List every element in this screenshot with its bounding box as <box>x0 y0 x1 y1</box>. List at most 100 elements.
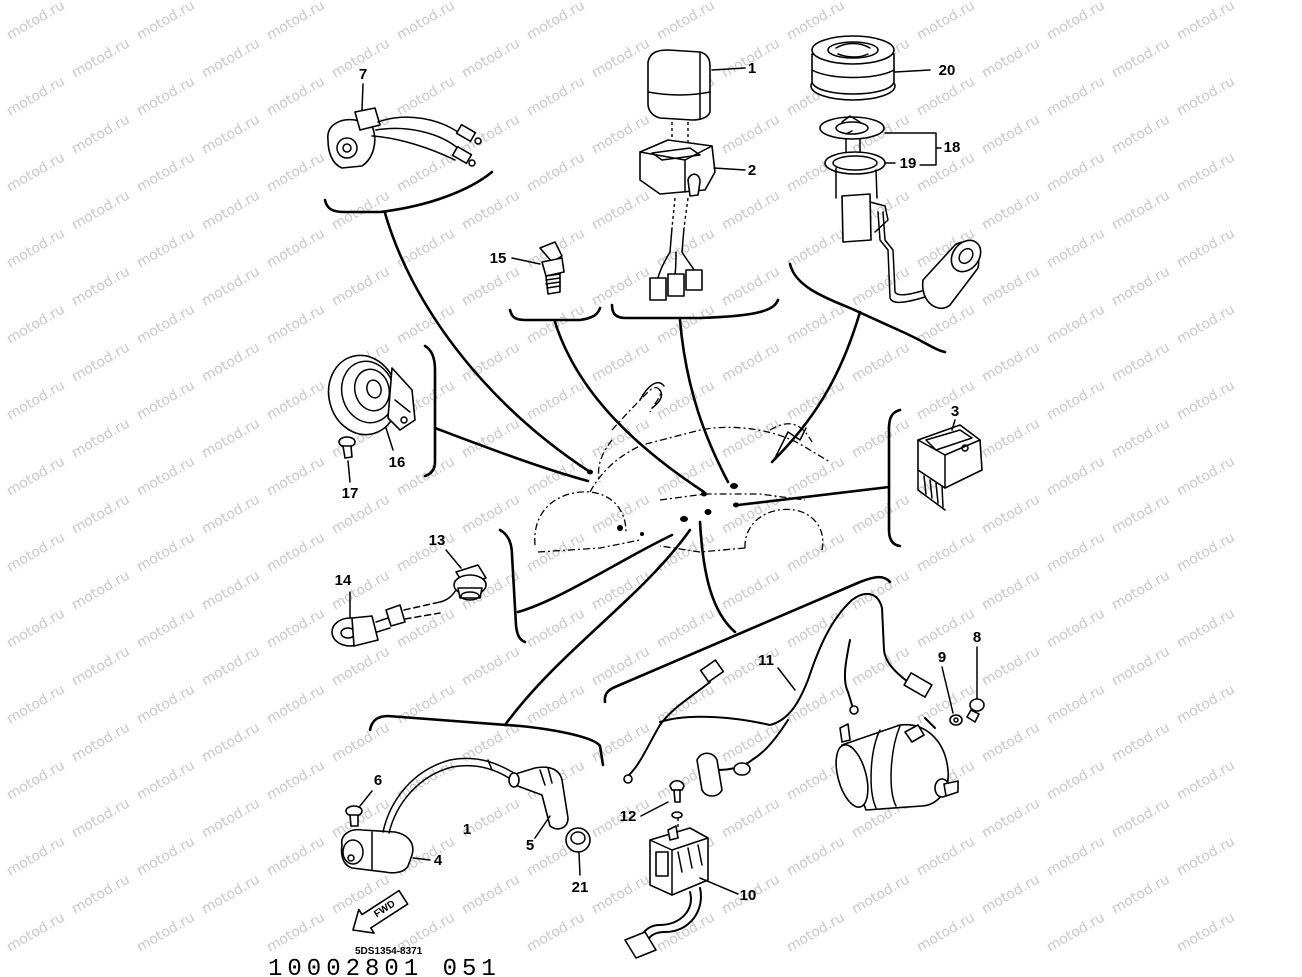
bracket-3 <box>887 408 902 548</box>
junction-dot <box>617 525 623 531</box>
watermark-text: motod.ru <box>849 491 913 537</box>
watermark-text: motod.ru <box>134 301 198 347</box>
label-1-lead: 1 <box>463 821 471 838</box>
label-15: 15 <box>490 250 507 267</box>
label-3: 3 <box>951 403 959 420</box>
watermark-text: motod.ru <box>199 111 263 157</box>
watermark-text: motod.ru <box>1109 187 1173 233</box>
part-16-horn <box>327 354 416 436</box>
watermark-text: motod.ru <box>1174 681 1238 727</box>
watermark-text: motod.ru <box>1174 225 1238 271</box>
watermark-text: motod.ru <box>979 187 1043 233</box>
watermark-text: motod.ru <box>134 681 198 727</box>
watermark-text: motod.ru <box>329 643 393 689</box>
watermark-text: motod.ru <box>1044 149 1108 195</box>
label-11: 11 <box>758 652 774 669</box>
fuel-float <box>922 239 982 310</box>
watermark-text: motod.ru <box>524 149 588 195</box>
label-20: 20 <box>939 62 956 79</box>
watermark-text: motod.ru <box>589 871 653 917</box>
watermark-text: motod.ru <box>329 491 393 537</box>
watermark-text: motod.ru <box>199 871 263 917</box>
leader-3 <box>951 419 956 431</box>
watermark-text: motod.ru <box>719 111 783 157</box>
label-6: 6 <box>374 772 382 789</box>
label-7: 7 <box>359 66 367 83</box>
watermark-text: motod.ru <box>719 491 783 537</box>
watermark-text: motod.ru <box>394 605 458 651</box>
watermark-text: motod.ru <box>69 415 133 461</box>
harness-line-16 <box>433 426 590 483</box>
leader-7 <box>361 83 364 111</box>
part-9-washer <box>949 714 963 726</box>
leader-12 <box>640 801 669 817</box>
watermark-text: motod.ru <box>199 795 263 841</box>
watermark-text: motod.ru <box>1174 529 1238 575</box>
watermark-text: motod.ru <box>394 757 458 803</box>
watermark-text: motod.ru <box>459 263 523 309</box>
fwd-arrow: FWD <box>352 889 409 934</box>
label-16: 16 <box>389 454 406 471</box>
harness-line-13-14 <box>516 533 674 614</box>
watermark-text: motod.ru <box>264 605 328 651</box>
bracket-1-2 <box>610 298 780 320</box>
watermark-text: motod.ru <box>849 643 913 689</box>
leader-17 <box>347 460 351 483</box>
part-17-bolt <box>338 436 356 459</box>
watermark-text: motod.ru <box>394 301 458 347</box>
watermark-text: motod.ru <box>4 301 68 347</box>
motorcycle-outline <box>534 381 831 553</box>
watermark-text: motod.ru <box>4 149 68 195</box>
junction-dot <box>640 532 644 536</box>
watermark-text: motod.ru <box>1174 149 1238 195</box>
label-13: 13 <box>429 532 446 549</box>
label-9: 9 <box>938 649 946 666</box>
watermark-text: motod.ru <box>459 643 523 689</box>
footer-code: 10002801 051 <box>268 956 501 977</box>
watermark-text: motod.ru <box>719 719 783 765</box>
watermark-text: motod.ru <box>264 833 328 879</box>
watermark-text: motod.ru <box>1109 263 1173 309</box>
watermark-text: motod.ru <box>459 415 523 461</box>
watermark-text: motod.ru <box>199 339 263 385</box>
high-tension-lead <box>382 757 515 834</box>
watermark-text: motod.ru <box>784 225 848 271</box>
watermark-text: motod.ru <box>849 871 913 917</box>
watermark-text: motod.ru <box>134 149 198 195</box>
watermark-text: motod.ru <box>589 35 653 81</box>
watermark-text: motod.ru <box>199 719 263 765</box>
watermark-text: motod.ru <box>264 301 328 347</box>
leader-20 <box>894 69 931 73</box>
watermark-text: motod.ru <box>69 35 133 81</box>
watermark-text: motod.ru <box>199 643 263 689</box>
watermark-text: motod.ru <box>589 415 653 461</box>
watermark-text: motod.ru <box>1044 529 1108 575</box>
bracket-20 <box>788 262 947 354</box>
watermark-text: motod.ru <box>914 0 978 43</box>
part-12-bolt <box>669 779 685 819</box>
watermark-text: motod.ru <box>199 263 263 309</box>
leader-5 <box>534 815 551 839</box>
watermark-text: motod.ru <box>4 833 68 879</box>
watermark-text: motod.ru <box>979 871 1043 917</box>
watermark-text: motod.ru <box>134 529 198 575</box>
junction-dot <box>680 516 688 522</box>
watermark-text: motod.ru <box>1109 643 1173 689</box>
watermark-text: motod.ru <box>914 529 978 575</box>
watermark-text: motod.ru <box>1174 909 1238 955</box>
watermark-text: motod.ru <box>394 73 458 119</box>
watermark-text: motod.ru <box>654 605 718 651</box>
watermark-text: motod.ru <box>69 719 133 765</box>
drawing-code: 5DS1354-8371 <box>355 946 423 957</box>
leader-18 <box>884 132 942 166</box>
watermark-text: motod.ru <box>4 453 68 499</box>
watermark-text: motod.ru <box>1109 491 1173 537</box>
watermark-text: motod.ru <box>4 681 68 727</box>
watermark-text: motod.ru <box>69 795 133 841</box>
label-18: 18 <box>944 139 961 156</box>
watermark-text: motod.ru <box>4 0 68 43</box>
junction-dot <box>730 483 738 489</box>
watermark-text: motod.ru <box>1174 377 1238 423</box>
watermark-text: motod.ru <box>69 111 133 157</box>
